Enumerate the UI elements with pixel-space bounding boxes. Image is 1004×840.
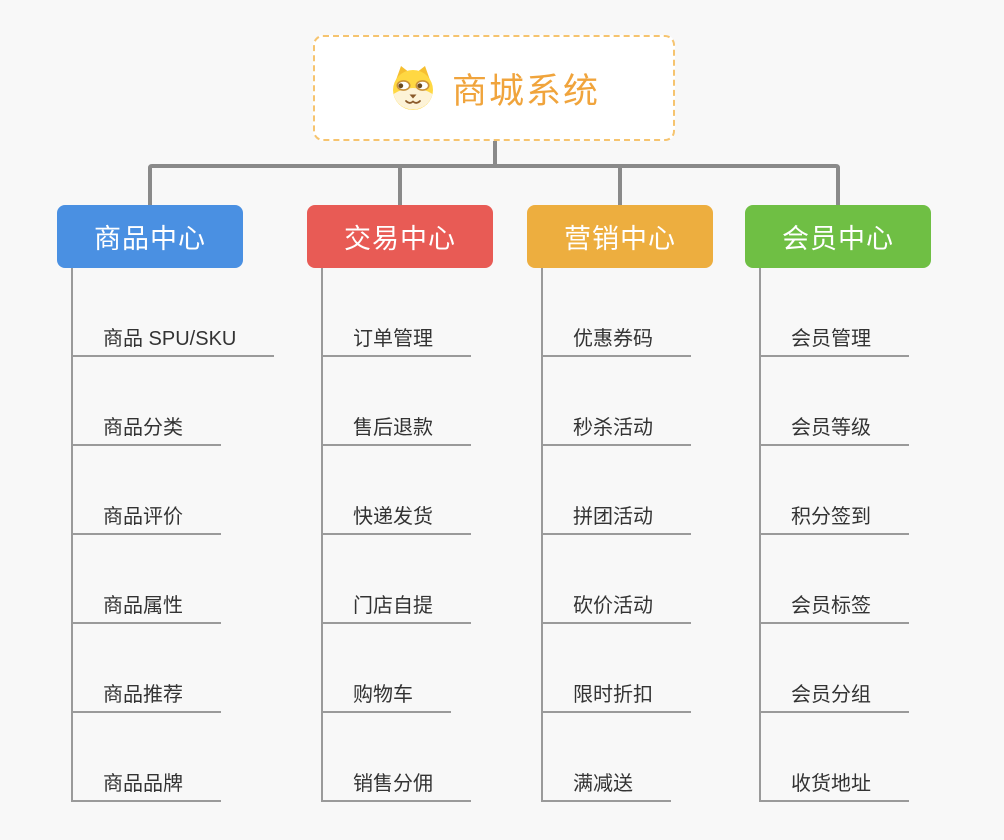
root-title: 商城系统 <box>451 71 600 111</box>
leaf-node[interactable]: 优惠券码 <box>541 325 691 357</box>
leaf-node[interactable]: 会员标签 <box>759 592 909 624</box>
leaf-node[interactable]: 限时折扣 <box>541 681 691 713</box>
shiba-dog-icon <box>388 64 438 112</box>
leaf-node[interactable]: 秒杀活动 <box>541 414 691 446</box>
leaf-node[interactable]: 会员管理 <box>759 325 909 357</box>
leaf-node[interactable]: 商品品牌 <box>71 770 221 802</box>
leaf-node[interactable]: 满减送 <box>541 770 671 802</box>
leaf-node[interactable]: 订单管理 <box>321 325 471 357</box>
branch-drop-line <box>541 268 543 802</box>
leaf-node[interactable]: 商品属性 <box>71 592 221 624</box>
branch-member-center: 会员中心 会员管理 会员等级 积分签到 会员标签 会员分组 收货地址 <box>745 205 931 802</box>
leaf-node[interactable]: 门店自提 <box>321 592 471 624</box>
branch-node-member-center[interactable]: 会员中心 <box>745 205 931 268</box>
branch-node-product-center[interactable]: 商品中心 <box>57 205 243 268</box>
branch-trade-center: 交易中心 订单管理 售后退款 快递发货 门店自提 购物车 销售分佣 <box>307 205 493 802</box>
leaf-node[interactable]: 会员分组 <box>759 681 909 713</box>
branch-product-center: 商品中心 商品 SPU/SKU 商品分类 商品评价 商品属性 商品推荐 商品品牌 <box>57 205 275 802</box>
leaf-node[interactable]: 售后退款 <box>321 414 471 446</box>
leaf-node[interactable]: 商品推荐 <box>71 681 221 713</box>
leaf-node[interactable]: 快递发货 <box>321 503 471 535</box>
branch-drop-line <box>759 268 761 802</box>
leaf-node[interactable]: 商品分类 <box>71 414 221 446</box>
leaf-node[interactable]: 拼团活动 <box>541 503 691 535</box>
leaf-node[interactable]: 积分签到 <box>759 503 909 535</box>
root-node[interactable]: 商城系统 <box>313 35 675 141</box>
leaf-node[interactable]: 商品 SPU/SKU <box>71 325 275 357</box>
branch-marketing-center: 营销中心 优惠券码 秒杀活动 拼团活动 砍价活动 限时折扣 满减送 <box>527 205 713 802</box>
leaf-node[interactable]: 收货地址 <box>759 770 909 802</box>
leaf-node[interactable]: 会员等级 <box>759 414 909 446</box>
leaf-node[interactable]: 商品评价 <box>71 503 221 535</box>
leaf-node[interactable]: 砍价活动 <box>541 592 691 624</box>
branch-drop-line <box>71 268 73 802</box>
leaf-node[interactable]: 销售分佣 <box>321 770 471 802</box>
leaf-node[interactable]: 购物车 <box>321 681 451 713</box>
branch-drop-line <box>321 268 323 802</box>
branch-node-marketing-center[interactable]: 营销中心 <box>527 205 713 268</box>
branch-node-trade-center[interactable]: 交易中心 <box>307 205 493 268</box>
